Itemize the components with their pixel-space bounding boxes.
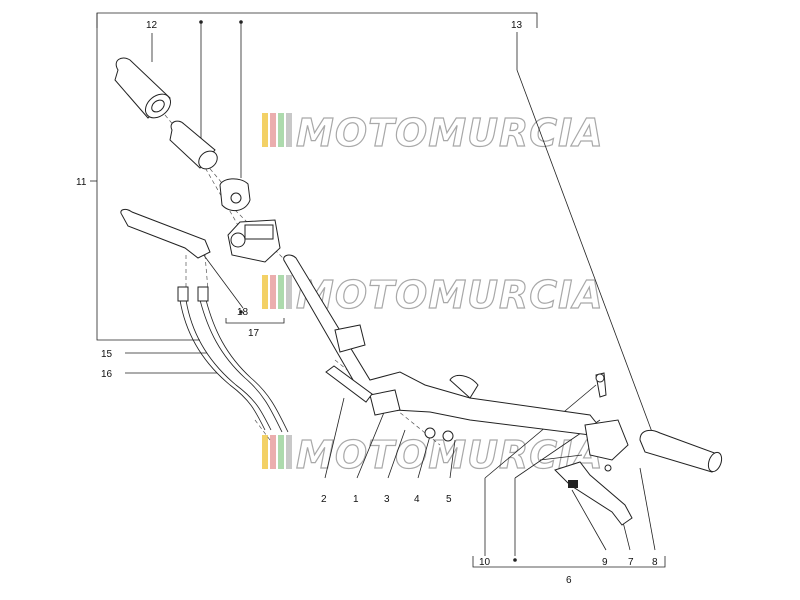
- throttle-housing-part: [219, 178, 251, 212]
- bracket-11: [90, 13, 200, 341]
- callout-16: 16: [101, 369, 113, 380]
- watermark-middle: MOTOMURCIA: [262, 272, 604, 318]
- callout-10: 10: [479, 557, 491, 568]
- watermark-text: MOTOMURCIA: [296, 273, 604, 317]
- callout-11: 11: [76, 177, 87, 188]
- master-cylinder-part: [227, 219, 281, 263]
- washer-part: [424, 427, 436, 439]
- brake-bracket-part: [584, 372, 629, 472]
- callout-labels: 12 13 11 18 17 15 16 2 1 3 4 5 10 9 7 8 …: [76, 20, 658, 586]
- callout-6: 6: [566, 575, 572, 586]
- left-grip-part: [114, 57, 172, 119]
- cable-16-part: [197, 286, 289, 433]
- bracket-13: [96, 12, 656, 441]
- cable-15-part: [177, 286, 272, 431]
- nut-part: [442, 430, 454, 442]
- callout-5: 5: [446, 494, 452, 505]
- throttle-sleeve-part: [169, 120, 218, 170]
- callout-18: 18: [237, 307, 249, 318]
- right-grip-part: [639, 429, 723, 473]
- callout-2: 2: [321, 494, 327, 505]
- callout-13: 13: [511, 20, 523, 31]
- callout-17: 17: [248, 328, 260, 339]
- callout-4: 4: [414, 494, 420, 505]
- callout-12: 12: [146, 20, 158, 31]
- callout-7: 7: [628, 557, 634, 568]
- callout-15: 15: [101, 349, 113, 360]
- bolt-part: [325, 365, 373, 403]
- watermark-top: MOTOMURCIA: [262, 110, 604, 156]
- watermark-text: MOTOMURCIA: [296, 111, 604, 155]
- right-lever-part: [554, 461, 633, 526]
- leader-lines: [125, 20, 656, 562]
- callout-9: 9: [602, 557, 608, 568]
- callout-3: 3: [384, 494, 390, 505]
- callout-8: 8: [652, 557, 658, 568]
- left-lever-part: [120, 208, 211, 259]
- bracket-6: [472, 556, 666, 568]
- callout-1: 1: [353, 494, 359, 505]
- bracket-17: [225, 310, 285, 324]
